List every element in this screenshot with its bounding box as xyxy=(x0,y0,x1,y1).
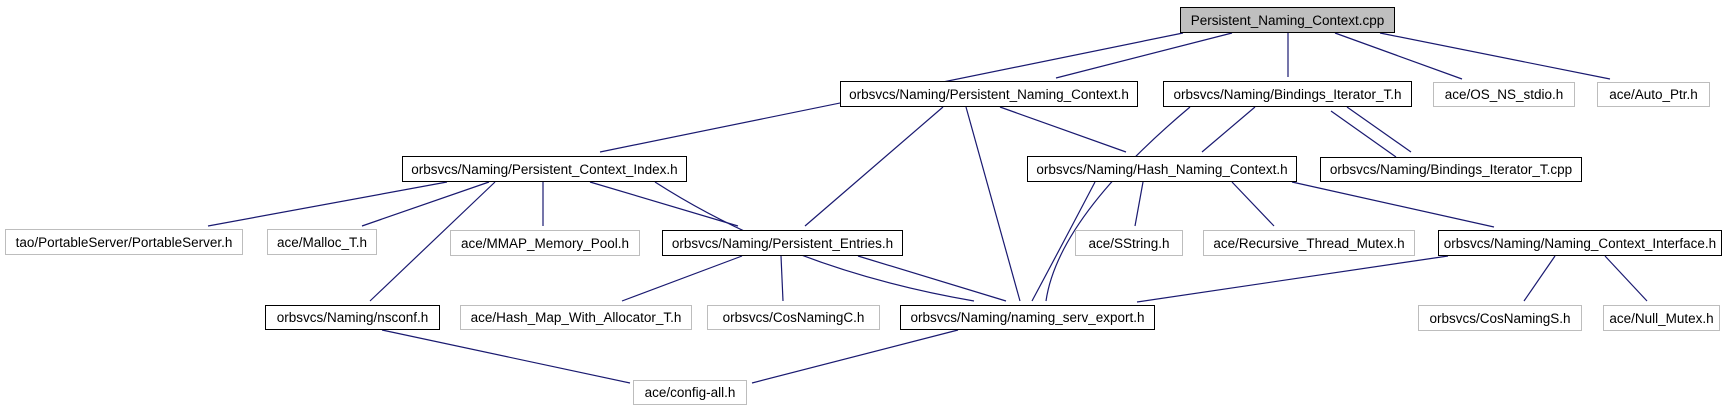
graph-node-label: tao/PortableServer/PortableServer.h xyxy=(15,234,233,250)
graph-node-persistent-entries-h[interactable]: orbsvcs/Naming/Persistent_Entries.h xyxy=(662,230,903,256)
graph-node-label: ace/OS_NS_stdio.h xyxy=(1444,87,1564,102)
edge-naming-context-interface-h-to-cosnamings-h xyxy=(1523,255,1556,302)
graph-node-label: orbsvcs/Naming/Persistent_Entries.h xyxy=(671,235,894,251)
graph-node-label: orbsvcs/Naming/Persistent_Context_Index.… xyxy=(411,161,678,177)
edge-naming-serv-export-h-to-config-all-h xyxy=(751,329,959,384)
graph-node-label: orbsvcs/CosNamingS.h xyxy=(1429,310,1571,326)
graph-node-label: ace/Auto_Ptr.h xyxy=(1609,87,1698,102)
graph-node-recursive-thread-mutex-h: ace/Recursive_Thread_Mutex.h xyxy=(1203,230,1415,256)
edge-persistent-naming-context-cpp-to-auto-ptr-h xyxy=(1379,32,1611,80)
graph-node-bindings-iterator-t-h[interactable]: orbsvcs/Naming/Bindings_Iterator_T.h xyxy=(1163,81,1412,107)
graph-node-cosnamingc-h: orbsvcs/CosNamingC.h xyxy=(707,305,880,330)
edge-naming-context-interface-h-to-null-mutex-h xyxy=(1604,255,1648,302)
graph-node-null-mutex-h: ace/Null_Mutex.h xyxy=(1603,305,1720,331)
graph-node-config-all-h: ace/config-all.h xyxy=(633,380,747,405)
graph-node-label: ace/config-all.h xyxy=(644,385,736,400)
edge-hash-naming-context-h-to-naming-serv-export-h xyxy=(1031,181,1096,302)
graph-node-mmap-memory-pool-h: ace/MMAP_Memory_Pool.h xyxy=(450,230,640,256)
graph-node-label: orbsvcs/Naming/Bindings_Iterator_T.cpp xyxy=(1329,162,1573,177)
graph-node-label: orbsvcs/Naming/naming_serv_export.h xyxy=(910,310,1145,325)
graph-node-naming-context-interface-h[interactable]: orbsvcs/Naming/Naming_Context_Interface.… xyxy=(1438,230,1722,256)
edge-hash-naming-context-h-to-recursive-thread-mutex-h xyxy=(1231,181,1275,227)
graph-node-label: Persistent_Naming_Context.cpp xyxy=(1190,12,1385,28)
edge-persistent-entries-h-to-hash-map-with-allocator-t-h xyxy=(621,255,743,302)
edge-persistent-context-index-h-to-malloc-t-h xyxy=(361,181,490,227)
graph-node-label: orbsvcs/Naming/nsconf.h xyxy=(276,310,429,325)
edge-bindings-iterator-t-cpp-to-bindings-iterator-t-h xyxy=(1330,110,1397,158)
graph-node-sstring-h: ace/SString.h xyxy=(1075,230,1183,256)
edge-persistent-naming-context-h-to-persistent-entries-h xyxy=(804,106,944,227)
edge-persistent-naming-context-h-to-hash-naming-context-h xyxy=(999,106,1127,153)
edge-naming-context-interface-h-to-naming-serv-export-h xyxy=(1136,255,1449,303)
graph-node-hash-naming-context-h[interactable]: orbsvcs/Naming/Hash_Naming_Context.h xyxy=(1027,156,1297,182)
graph-node-label: orbsvcs/CosNamingC.h xyxy=(722,310,865,325)
graph-node-label: orbsvcs/Naming/Persistent_Naming_Context… xyxy=(849,86,1129,102)
graph-node-naming-serv-export-h[interactable]: orbsvcs/Naming/naming_serv_export.h xyxy=(900,305,1155,330)
graph-node-os-ns-stdio-h: ace/OS_NS_stdio.h xyxy=(1433,82,1575,107)
edge-persistent-naming-context-cpp-to-persistent-naming-context-h xyxy=(1055,32,1233,79)
graph-node-portableserver-h: tao/PortableServer/PortableServer.h xyxy=(5,229,243,255)
edge-persistent-context-index-h-to-nsconf-h xyxy=(369,181,496,302)
graph-node-label: ace/Malloc_T.h xyxy=(276,234,368,250)
graph-node-malloc-t-h: ace/Malloc_T.h xyxy=(267,229,377,255)
graph-node-label: orbsvcs/Naming/Naming_Context_Interface.… xyxy=(1443,235,1717,251)
edge-hash-naming-context-h-to-naming-context-interface-h xyxy=(1291,181,1495,228)
edge-bindings-iterator-t-h-to-hash-naming-context-h xyxy=(1201,106,1256,153)
edge-bindings-iterator-t-h-to-bindings-iterator-t-cpp xyxy=(1346,106,1412,153)
edge-persistent-entries-h-to-cosnamingc-h xyxy=(780,255,784,302)
graph-node-auto-ptr-h: ace/Auto_Ptr.h xyxy=(1597,82,1710,107)
edge-persistent-naming-context-cpp-to-os-ns-stdio-h xyxy=(1334,32,1463,80)
graph-node-persistent-context-index-h[interactable]: orbsvcs/Naming/Persistent_Context_Index.… xyxy=(402,156,687,182)
graph-node-label: ace/Null_Mutex.h xyxy=(1609,310,1714,326)
graph-node-label: ace/MMAP_Memory_Pool.h xyxy=(460,235,630,251)
graph-node-cosnamings-h: orbsvcs/CosNamingS.h xyxy=(1418,305,1582,331)
graph-node-persistent-naming-context-cpp: Persistent_Naming_Context.cpp xyxy=(1180,7,1395,33)
graph-node-label: ace/SString.h xyxy=(1088,235,1170,251)
graph-node-nsconf-h[interactable]: orbsvcs/Naming/nsconf.h xyxy=(265,305,440,330)
graph-node-label: ace/Recursive_Thread_Mutex.h xyxy=(1213,235,1405,251)
edge-persistent-context-index-h-to-persistent-entries-h xyxy=(589,181,739,227)
edge-bindings-iterator-t-h-to-naming-serv-export-h xyxy=(1045,106,1191,302)
edge-persistent-entries-h-to-naming-serv-export-h xyxy=(857,255,1007,302)
graph-node-hash-map-with-allocator-t-h: ace/Hash_Map_With_Allocator_T.h xyxy=(460,305,692,330)
graph-node-label: orbsvcs/Naming/Bindings_Iterator_T.h xyxy=(1173,86,1402,102)
edge-persistent-naming-context-h-to-naming-serv-export-h xyxy=(965,106,1021,302)
graph-node-label: ace/Hash_Map_With_Allocator_T.h xyxy=(470,310,682,325)
edge-nsconf-h-to-config-all-h xyxy=(381,329,631,384)
graph-node-bindings-iterator-t-cpp[interactable]: orbsvcs/Naming/Bindings_Iterator_T.cpp xyxy=(1320,157,1582,182)
graph-node-persistent-naming-context-h[interactable]: orbsvcs/Naming/Persistent_Naming_Context… xyxy=(840,81,1138,107)
graph-node-label: orbsvcs/Naming/Hash_Naming_Context.h xyxy=(1036,161,1288,177)
edge-hash-naming-context-h-to-sstring-h xyxy=(1134,181,1144,227)
edge-persistent-context-index-h-to-portableserver-h xyxy=(207,181,448,227)
